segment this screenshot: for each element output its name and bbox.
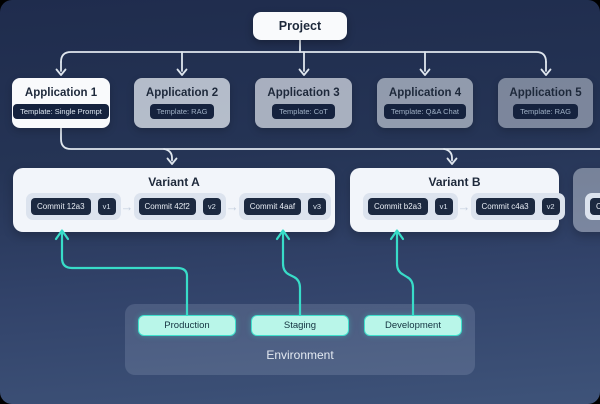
application-5-node: Application 5 Template: RAG (498, 78, 593, 128)
application-title: Application 3 (267, 87, 340, 99)
commit-row: Commit 12a3 v1 → Commit 42f2 v2 → Commit… (26, 193, 332, 220)
version-chip: v3 (308, 198, 327, 215)
application-2-node: Application 2 Template: RAG (134, 78, 230, 128)
variant-partial-node: Commit (573, 168, 600, 232)
variant-a-node: Variant A Commit 12a3 v1 → Commit 42f2 v… (13, 168, 335, 232)
commit-group: Commit 12a3 v1 (26, 193, 121, 220)
staging-button[interactable]: Staging (251, 315, 349, 336)
template-badge: Template: RAG (149, 104, 215, 119)
environment-label: Environment (266, 348, 334, 362)
application-title: Application 4 (388, 87, 462, 99)
commit-group: Commit 42f2 v2 (133, 193, 226, 220)
commit-group: Commit (585, 193, 600, 220)
version-chip: v1 (97, 198, 116, 215)
arrow-right-icon: → (225, 199, 239, 214)
template-badge: Template: Single Prompt (13, 104, 109, 119)
arrow-right-icon: → (457, 199, 471, 214)
commit-group: Commit c4a3 v2 (470, 193, 565, 220)
apps-rail-line (60, 51, 547, 63)
commit-row: Commit b2a3 v1 → Commit c4a3 v2 (363, 193, 565, 220)
version-chip: v2 (541, 198, 560, 215)
production-button[interactable]: Production (138, 315, 236, 336)
arrow-right-icon: → (120, 199, 134, 214)
application-4-node: Application 4 Template: Q&A Chat (377, 78, 473, 128)
template-badge: Template: Q&A Chat (384, 104, 466, 119)
variant-title: Variant B (428, 175, 481, 189)
environment-buttons: Production Staging Development (138, 315, 462, 336)
version-chip: v1 (434, 198, 453, 215)
variants-rail-line (60, 127, 600, 150)
application-3-node: Application 3 Template: CoT (255, 78, 352, 128)
commit-chip: Commit b2a3 (368, 198, 428, 215)
environment-panel: Production Staging Development Environme… (125, 304, 475, 375)
commit-chip: Commit (590, 198, 600, 215)
commit-chip: Commit 42f2 (138, 198, 196, 215)
commit-group: Commit 4aaf v3 (238, 193, 332, 220)
commit-chip: Commit 4aaf (243, 198, 302, 215)
application-title: Application 1 (24, 87, 98, 99)
variant-b-node: Variant B Commit b2a3 v1 → Commit c4a3 v… (350, 168, 565, 232)
commit-row: Commit (585, 193, 600, 220)
application-title: Application 5 (509, 87, 582, 99)
template-badge: Template: RAG (513, 104, 578, 119)
commit-chip: Commit 12a3 (31, 198, 91, 215)
development-button[interactable]: Development (364, 315, 462, 336)
application-title: Application 2 (145, 87, 219, 99)
variant-title: Variant A (148, 175, 200, 189)
commit-chip: Commit c4a3 (475, 198, 535, 215)
version-chip: v2 (202, 198, 221, 215)
project-node: Project (253, 12, 347, 40)
commit-group: Commit b2a3 v1 (363, 193, 458, 220)
project-label: Project (278, 19, 322, 33)
application-1-node: Application 1 Template: Single Prompt (12, 78, 110, 128)
template-badge: Template: CoT (272, 104, 335, 119)
